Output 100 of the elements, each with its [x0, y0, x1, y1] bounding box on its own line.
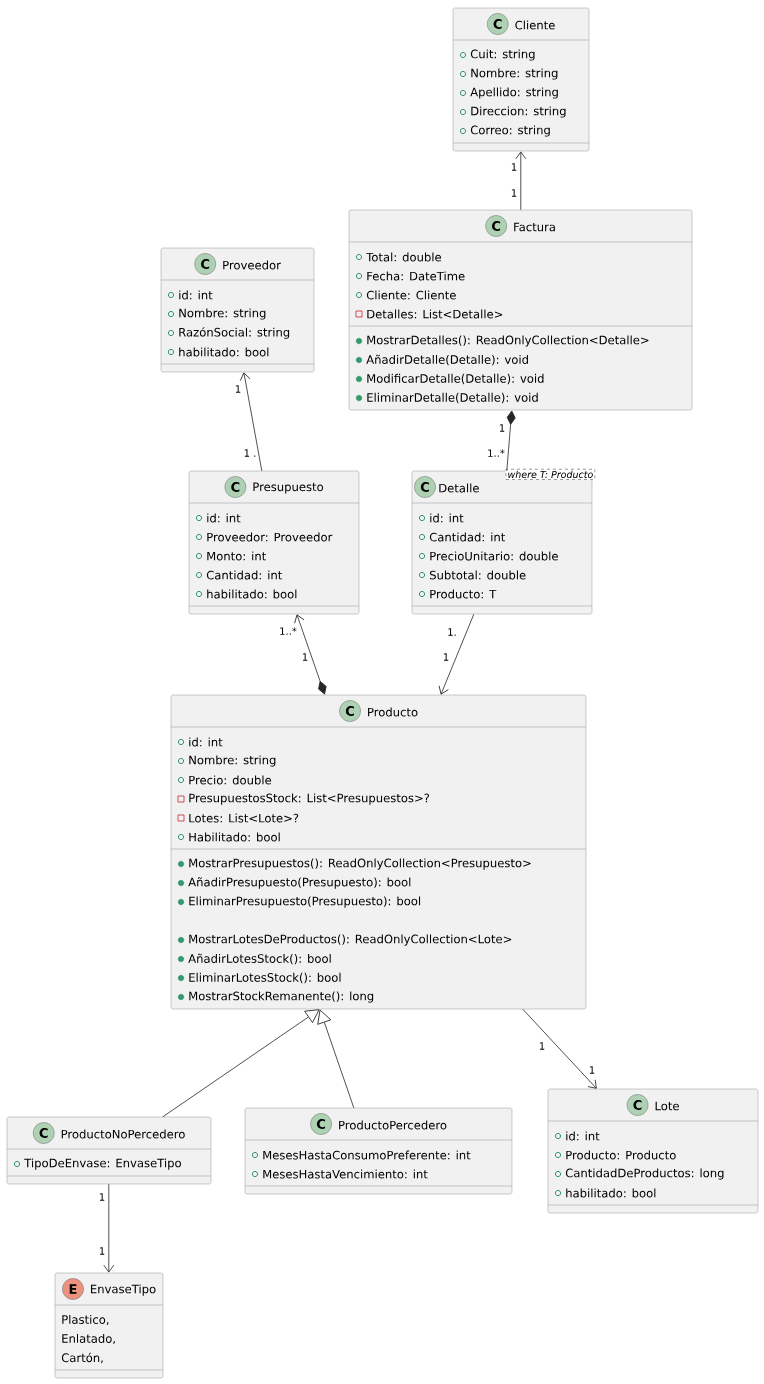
attribute-line: Cantidad: int — [419, 532, 506, 542]
multiplicity-label: 1 . — [244, 449, 256, 457]
class-badge: C — [485, 215, 507, 237]
multiplicity-label: 1 — [99, 1193, 105, 1201]
enum-value: Enlatado, — [62, 1333, 115, 1345]
class-badge: C — [414, 476, 436, 498]
attribute-line: id: int — [196, 513, 241, 523]
attribute-line: id: int — [419, 513, 464, 523]
multiplicity-label: 1 — [99, 1247, 105, 1255]
attribute-line: Nombre: string — [168, 308, 266, 320]
method-line: EliminarDetalle(Detalle): void — [356, 392, 538, 404]
attribute-line: Precio: double — [178, 775, 272, 785]
method-line: MostrarStockRemanente(): long — [178, 991, 374, 1003]
attribute-line: id: int — [178, 737, 223, 747]
class-box — [244, 1107, 513, 1195]
multiplicity-label: 1..* — [280, 627, 297, 635]
association-line — [317, 1009, 355, 1109]
multiplicity-label: 1 — [539, 1042, 545, 1050]
enum-value: Plastico, — [62, 1314, 109, 1326]
association-line — [506, 410, 516, 472]
class-name: ProductoPercedero — [339, 1120, 447, 1130]
class-badge: C — [33, 1122, 55, 1144]
attribute-line: habilitado: bool — [196, 589, 297, 599]
class-name: EnvaseTipo — [91, 1284, 156, 1296]
association-line — [522, 1008, 597, 1089]
method-line: AñadirLotesStock(): bool — [178, 953, 331, 965]
class-box — [160, 247, 315, 373]
multiplicity-label: 1 — [511, 189, 517, 197]
class-box — [54, 1272, 164, 1379]
attribute-line: Producto: T — [419, 589, 497, 599]
association-line — [515, 151, 527, 211]
attribute-line: Apellido: string — [460, 87, 558, 99]
class-badge: C — [310, 1113, 332, 1135]
multiplicity-label: 1 — [443, 653, 449, 661]
attribute-line: id: int — [168, 290, 213, 300]
multiplicity-label: 1 — [589, 1066, 595, 1074]
method-line: AñadirPresupuesto(Presupuesto): bool — [178, 877, 411, 889]
enum-value: Cartón, — [61, 1352, 103, 1364]
association-line — [103, 1183, 115, 1273]
attribute-line: TipoDeEnvase: EnvaseTipo — [14, 1158, 181, 1170]
multiplicity-label: 1 — [235, 385, 241, 393]
class-name: Presupuesto — [253, 482, 324, 494]
method-line: MostrarDetalles(): ReadOnlyCollection<Detalle> — [356, 335, 649, 347]
attribute-line: habilitado: bool — [555, 1188, 656, 1198]
attribute-line: id: int — [555, 1131, 600, 1141]
multiplicity-label: 1 — [511, 163, 517, 171]
attribute-line: Habilitado: bool — [178, 832, 280, 842]
attribute-line: Cantidad: int — [196, 570, 283, 580]
multiplicity-label: 1 — [499, 424, 505, 432]
class-badge: C — [224, 476, 247, 498]
attribute-line: Detalles: List<Detalle> — [355, 309, 503, 319]
attribute-line: Direccion: string — [460, 106, 566, 118]
attribute-line: RazónSocial: string — [168, 327, 290, 339]
association-line — [162, 1009, 320, 1118]
class-name: Cliente — [515, 20, 555, 30]
method-line: ModificarDetalle(Detalle): void — [356, 373, 544, 385]
class-box — [188, 470, 360, 615]
class-badge: C — [626, 1094, 649, 1116]
association-line — [438, 613, 475, 695]
attribute-line: MesesHastaConsumoPreferente: int — [252, 1150, 471, 1160]
attribute-line: Proveedor: Proveedor — [196, 532, 333, 542]
class-name: Factura — [514, 222, 555, 232]
class-box — [411, 469, 595, 615]
class-box — [170, 694, 587, 1010]
class-box — [547, 1088, 759, 1214]
attribute-line: Subtotal: double — [419, 570, 526, 580]
attribute-line: Total: double — [356, 252, 442, 262]
attribute-line: PrecioUnitario: double — [419, 551, 558, 561]
class-name: Detalle — [439, 483, 479, 493]
class-name: Proveedor — [223, 260, 281, 270]
class-badge: C — [194, 253, 216, 275]
attribute-line: Nombre: string — [178, 755, 276, 767]
class-box — [6, 1116, 212, 1185]
class-badge: C — [339, 700, 361, 722]
multiplicity-label: 1. — [448, 628, 456, 636]
method-line: EliminarLotesStock(): bool — [178, 972, 341, 984]
attribute-line: Correo: string — [460, 125, 550, 137]
method-line: AñadirDetalle(Detalle): void — [356, 354, 528, 366]
class-name: Lote — [655, 1101, 679, 1111]
attribute-line: Lotes: List<Lote>? — [177, 813, 299, 823]
attribute-line: Producto: Producto — [555, 1150, 676, 1160]
multiplicity-label: 1..* — [488, 449, 505, 457]
method-line: EliminarPresupuesto(Presupuesto): bool — [178, 896, 421, 908]
class-box — [348, 209, 693, 411]
attribute-line: Cuit: string — [460, 49, 535, 61]
attribute-line: habilitado: bool — [168, 347, 269, 357]
class-badge: C — [487, 13, 509, 35]
attribute-line: Monto: int — [196, 551, 266, 561]
generic-parameter-box: where T: Producto — [505, 469, 595, 480]
multiplicity-label: 1 — [302, 653, 308, 661]
association-line — [239, 372, 263, 472]
method-line: MostrarPresupuestos(): ReadOnlyCollection<Presupuesto> — [178, 858, 531, 870]
attribute-line: Nombre: string — [460, 68, 558, 80]
attribute-line: PresupuestosStock: List<Presupuestos>? — [177, 793, 430, 805]
attribute-line: Cliente: Cliente — [356, 290, 456, 300]
attribute-line: MesesHastaVencimiento: int — [252, 1169, 428, 1179]
attribute-line: Fecha: DateTime — [356, 271, 465, 281]
class-name: Producto — [368, 707, 418, 717]
class-box — [452, 7, 590, 152]
association-line — [294, 614, 327, 695]
